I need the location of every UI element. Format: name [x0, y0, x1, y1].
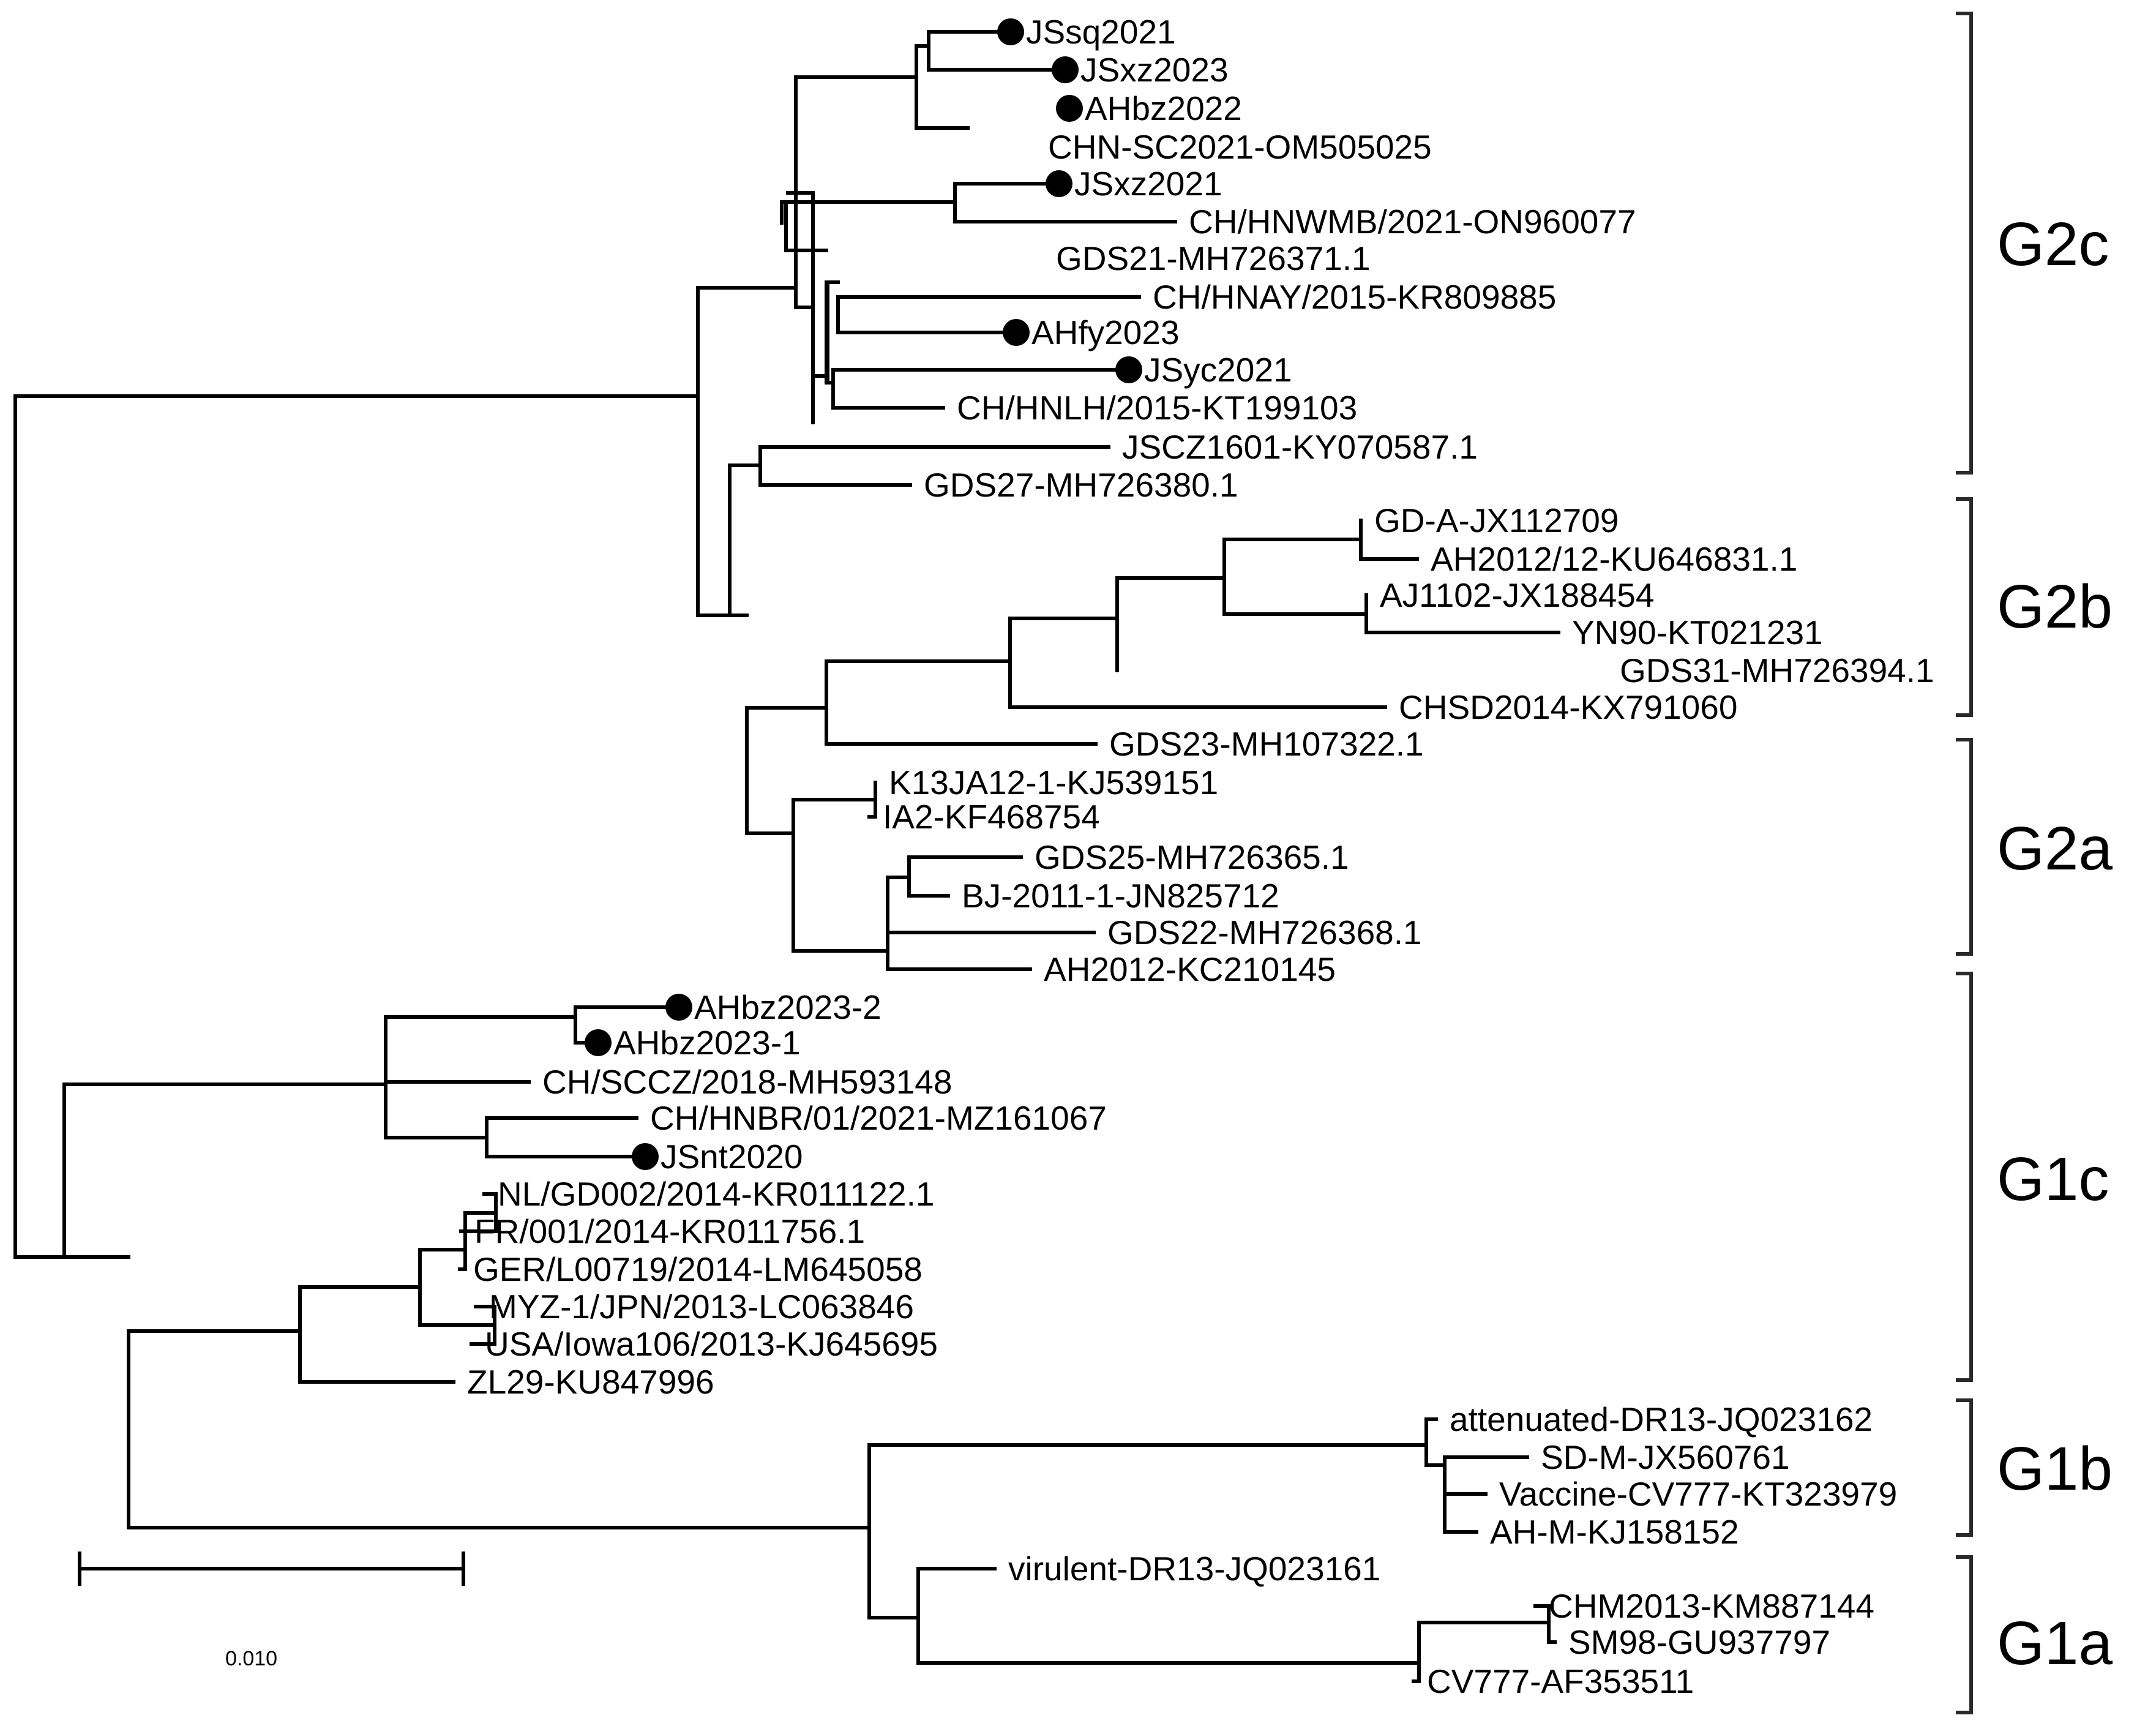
taxon-label: AHbz2022 [1085, 89, 1242, 127]
group-label: G1b [1997, 1435, 2113, 1503]
group-bracket [1956, 738, 1973, 956]
taxon-label: CH/HNAY/2015-KR809885 [1153, 278, 1556, 316]
sample-marker-dot [1056, 95, 1083, 122]
tree-branch [1222, 519, 1560, 634]
taxon-label: GD-A-JX112709 [1374, 501, 1619, 539]
scale-bar-line [78, 1552, 465, 1586]
taxon-label: AJ1102-JX188454 [1380, 576, 1655, 614]
taxon-label: GDS27-MH726380.1 [924, 466, 1238, 504]
group-label: G2c [1997, 210, 2109, 279]
taxon-label: JSCZ1601-KY070587.1 [1122, 428, 1478, 466]
sample-marker-dot [632, 1143, 659, 1170]
tree-branches [13, 30, 1560, 1683]
scale-bar: 0.010 [78, 1552, 465, 1670]
taxon-label: SM98-GU937797 [1568, 1623, 1830, 1661]
taxon-label: YN90-KT021231 [1572, 613, 1823, 651]
taxon-label: CH/SCCZ/2018-MH593148 [542, 1063, 952, 1101]
tree-branch [886, 855, 1096, 971]
taxon-label: MYZ-1/JPN/2013-LC063846 [489, 1288, 914, 1326]
taxon-label: GER/L00719/2014-LM645058 [473, 1250, 923, 1288]
taxon-label: CH/HNWMB/2021-ON960077 [1189, 203, 1636, 241]
taxon-label: AHbz2023-1 [613, 1024, 801, 1062]
sample-marker-dot [665, 994, 692, 1021]
scale-bar-label: 0.010 [225, 1647, 277, 1670]
taxon-label: FR/001/2014-KR011756.1 [474, 1212, 865, 1250]
taxon-label: CV777-AF353511 [1427, 1662, 1694, 1700]
taxon-labels: JSsq2021JSxz2023AHbz2022CHN-SC2021-OM505… [467, 13, 1934, 1700]
taxon-label: JSxz2021 [1074, 165, 1222, 203]
tree-branch [867, 1567, 1557, 1683]
taxon-label: virulent-DR13-JQ023161 [1008, 1550, 1380, 1588]
taxon-label: CH/HNLH/2015-KT199103 [957, 389, 1357, 427]
taxon-label: IA2-KF468754 [883, 798, 1100, 836]
taxon-label: AHbz2023-2 [694, 988, 881, 1026]
tree-branch [696, 286, 798, 617]
sample-markers [585, 18, 1142, 1170]
taxon-label: GDS22-MH726368.1 [1107, 914, 1422, 951]
taxon-label: AH2012-KC210145 [1044, 950, 1336, 988]
taxon-label: AHfy2023 [1031, 313, 1180, 351]
sample-marker-dot [585, 1029, 612, 1056]
sample-marker-dot [1115, 356, 1142, 383]
taxon-label: JSsq2021 [1026, 13, 1176, 51]
tree-branch [811, 280, 828, 385]
tree-branch [745, 781, 889, 971]
group-label: G1c [1997, 1145, 2109, 1214]
group-bracket [1956, 972, 1973, 1382]
group-bracket [1956, 12, 1973, 475]
tree-branch [13, 394, 700, 1259]
taxon-label: USA/Iowa106/2013-KJ645695 [485, 1325, 938, 1363]
taxon-label: JSnt2020 [661, 1138, 803, 1176]
taxon-label: JSyc2021 [1144, 351, 1292, 389]
taxon-label: Vaccine-CV777-KT323979 [1499, 1475, 1897, 1513]
taxon-label: SD-M-JX560761 [1541, 1438, 1790, 1476]
sample-marker-dot [1046, 170, 1072, 197]
tree-branch [825, 705, 1387, 746]
taxon-label: GDS23-MH107322.1 [1109, 725, 1424, 763]
group-label: G1a [1997, 1609, 2113, 1678]
taxon-label: BJ-2011-1-JN825712 [962, 877, 1279, 915]
taxon-label: AH2012/12-KU646831.1 [1431, 540, 1797, 578]
taxon-label: GDS21-MH726371.1 [1056, 239, 1371, 277]
tree-branch [780, 182, 1177, 225]
group-bracket [1956, 497, 1973, 717]
tree-branch [127, 1417, 1529, 1619]
tree-branch [62, 1192, 498, 1529]
sample-marker-dot [1003, 319, 1030, 346]
group-label: G2b [1997, 572, 2113, 641]
taxon-label: CH/HNBR/01/2021-MZ161067 [650, 1099, 1107, 1137]
taxon-label: GDS31-MH726394.1 [1620, 651, 1934, 689]
taxon-label: attenuated-DR13-JQ023162 [1450, 1400, 1873, 1438]
taxon-label: CHN-SC2021-OM505025 [1048, 128, 1432, 166]
tree-branch [915, 30, 1065, 130]
sample-marker-dot [997, 18, 1024, 45]
taxon-label: ZL29-KU847996 [467, 1363, 714, 1401]
taxon-label: AH-M-KJ158152 [1490, 1513, 1739, 1551]
taxon-label: GDS25-MH726365.1 [1035, 838, 1349, 876]
taxon-label: K13JA12-1-KJ539151 [889, 764, 1218, 801]
taxon-label: CHM2013-KM887144 [1549, 1587, 1874, 1625]
taxon-label: CHSD2014-KX791060 [1399, 688, 1737, 726]
group-label: G2a [1997, 814, 2113, 883]
taxon-label: JSxz2023 [1080, 51, 1229, 89]
group-bracket [1956, 1398, 1973, 1537]
taxon-label: NL/GD002/2014-KR011122.1 [498, 1175, 934, 1213]
tree-branch [786, 191, 828, 424]
tree-branch [728, 576, 1226, 835]
tree-branch [728, 445, 1110, 617]
sample-marker-dot [1052, 56, 1079, 83]
group-bracket [1956, 1555, 1973, 1714]
